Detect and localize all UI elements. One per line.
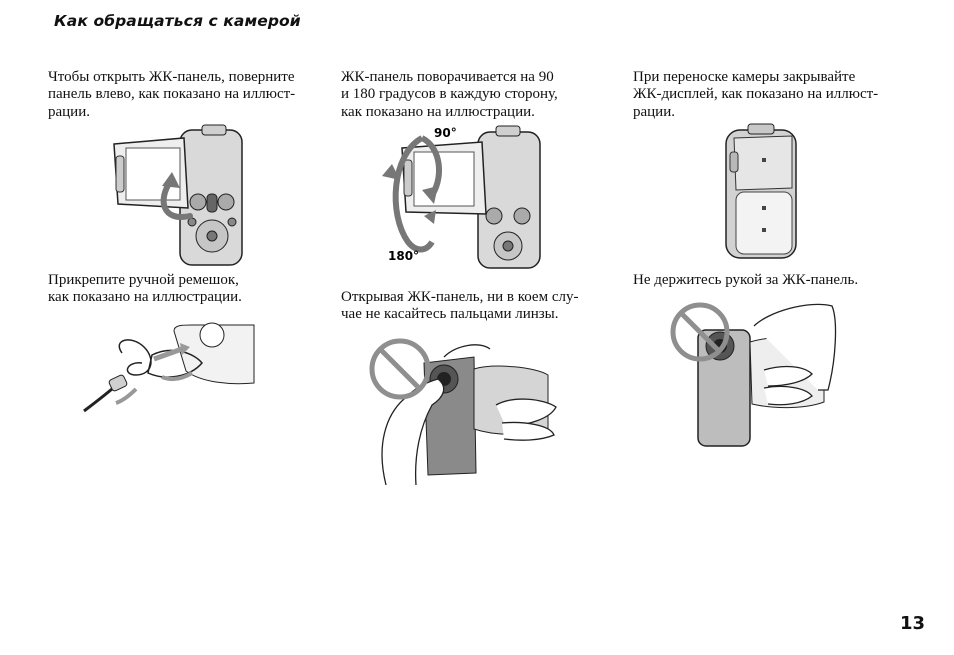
prohibition-icon (369, 338, 431, 400)
close-lcd-instruction: При переноске камеры закрывайте ЖК-диспл… (633, 69, 879, 120)
prohibition-icon (670, 302, 730, 362)
rotate-lcd-instruction: ЖК-панель поворачивается на 90 и 180 гра… (341, 69, 558, 120)
open-lcd-illustration (113, 124, 243, 266)
rotate-lcd-illustration: 90° 180° (382, 125, 541, 269)
lcd-grip-warning: Не держитесь рукой за ЖК-панель. (633, 272, 859, 288)
strap-instruction: Прикрепите ручной ремешок, как показано … (48, 272, 242, 306)
page-number: 13 (899, 613, 925, 634)
strap-illustration (83, 322, 255, 413)
lens-warning-illustration (369, 338, 557, 486)
lens-warning: Открывая ЖК-панель, ни в коем слу- чае н… (341, 289, 579, 323)
open-lcd-instruction: Чтобы открыть ЖК-панель, поверните панел… (48, 69, 296, 120)
closed-lcd-illustration (725, 123, 797, 259)
angle-label-180: 180° (388, 249, 419, 263)
page-heading: Как обращаться с камерой (54, 12, 301, 30)
angle-label-90: 90° (434, 126, 457, 140)
lcd-grip-warning-illustration (670, 302, 837, 447)
